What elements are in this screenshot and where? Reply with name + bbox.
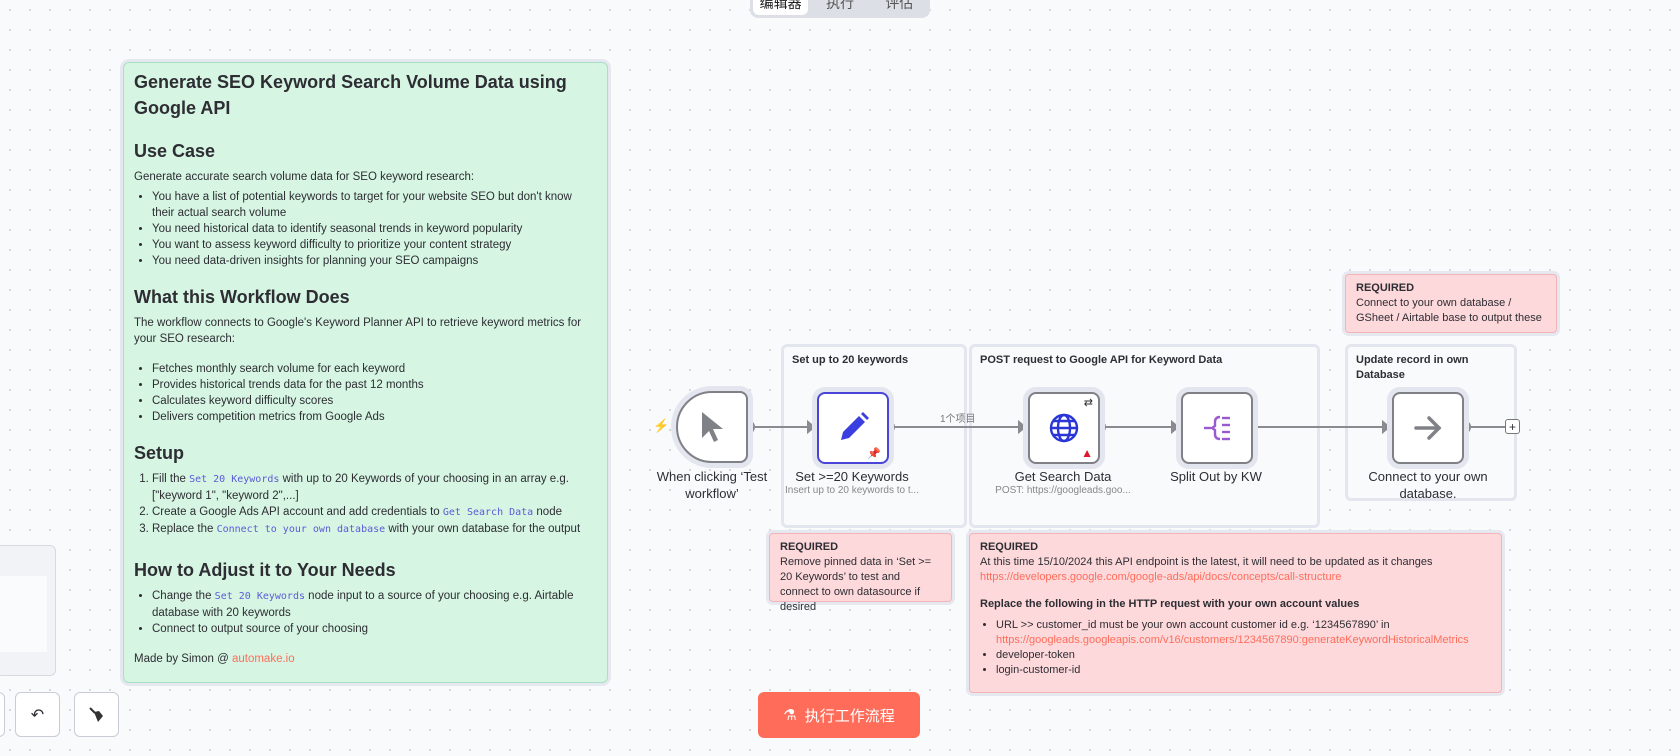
- group-title: Update record in own Database: [1356, 354, 1469, 381]
- heading-use-case: Use Case: [134, 141, 216, 161]
- sticky-required-api[interactable]: REQUIRED At this time 15/10/2024 this AP…: [969, 533, 1502, 693]
- link-call-structure[interactable]: https://developers.google.com/google-ads…: [980, 571, 1342, 583]
- broom-icon: [88, 706, 103, 722]
- execute-workflow-button[interactable]: ⚗ 执行工作流程: [758, 692, 920, 738]
- list-item: You need data-driven insights for planni…: [152, 253, 597, 269]
- add-node-button[interactable]: +: [1505, 419, 1520, 434]
- cursor-icon: [702, 412, 723, 442]
- list-item: Calculates keyword difficulty scores: [152, 393, 597, 409]
- arrow-right-icon: [1414, 416, 1442, 440]
- heading-adjust: How to Adjust it to Your Needs: [134, 560, 396, 580]
- undo-icon: ↶: [30, 706, 45, 724]
- plus-icon: +: [1508, 419, 1516, 434]
- list-item: Delivers competition metrics from Google…: [152, 409, 597, 425]
- undo-button[interactable]: ↶: [15, 692, 60, 737]
- list-item: You want to assess keyword difficulty to…: [152, 237, 597, 253]
- list-item: Change the Set 20 Keywords node input to…: [152, 588, 597, 621]
- list-item: Create a Google Ads API account and add …: [152, 504, 597, 521]
- tidy-up-button[interactable]: [74, 692, 119, 737]
- node-connect-database[interactable]: [1392, 392, 1464, 464]
- sticky-title: Generate SEO Keyword Search Volume Data …: [134, 72, 567, 118]
- list-item: Replace the Connect to your own database…: [152, 521, 597, 538]
- warning-icon[interactable]: ▲: [1081, 446, 1093, 460]
- flask-icon: ⚗: [783, 707, 797, 724]
- made-by: Made by Simon @ automake.io: [134, 653, 295, 665]
- view-tabs: 编辑器 执行 评估: [750, 0, 930, 18]
- list-item: Fetches monthly search volume for each k…: [152, 361, 597, 377]
- automake-link[interactable]: automake.io: [231, 653, 295, 665]
- node-subtitle: POST: https://googleads.goo...: [995, 485, 1131, 496]
- list-item: developer-token: [996, 648, 1491, 663]
- list-item: You need historical data to identify sea…: [152, 221, 597, 237]
- node-set-keywords[interactable]: 📌: [817, 392, 889, 464]
- subheading: Replace the following in the HTTP reques…: [980, 598, 1360, 610]
- text: The workflow connects to Google's Keywor…: [134, 317, 582, 345]
- node-label: Set >=20 Keywords: [795, 469, 909, 484]
- heading-setup: Setup: [134, 443, 185, 463]
- heading-what-does: What this Workflow Does: [134, 287, 350, 307]
- group-post-request[interactable]: POST request to Google API for Keyword D…: [969, 344, 1320, 528]
- node-label: When clicking ‘Test workflow’: [656, 469, 768, 501]
- group-title: Set up to 20 keywords: [792, 354, 909, 366]
- split-out-icon: [1204, 415, 1230, 441]
- text: At this time 15/10/2024 this API endpoin…: [980, 556, 1433, 568]
- globe-icon: [1049, 413, 1079, 443]
- list-item: login-customer-id: [996, 663, 1491, 678]
- tab-evaluations[interactable]: 评估: [885, 0, 914, 11]
- retry-icon: ⇄: [1083, 397, 1093, 409]
- node-label: Connect to your own database.: [1368, 469, 1488, 501]
- link-api-endpoint[interactable]: https://googleads.googleapis.com/v16/cus…: [996, 634, 1469, 646]
- list-item: Fill the Set 20 Keywords with up to 20 K…: [152, 471, 597, 504]
- node-label: Get Search Data: [1014, 469, 1112, 484]
- zoom-button[interactable]: [0, 692, 5, 737]
- tab-editor[interactable]: 编辑器: [753, 0, 809, 15]
- text: Generate accurate search volume data for…: [134, 171, 475, 183]
- list-item: URL >> customer_id must be your own acco…: [996, 618, 1491, 648]
- node-manual-trigger[interactable]: [676, 391, 748, 463]
- list-item: You have a list of potential keywords to…: [152, 189, 597, 221]
- execute-label: 执行工作流程: [804, 707, 895, 725]
- node-split-out[interactable]: [1181, 392, 1253, 464]
- pencil-icon: [841, 412, 869, 440]
- lightning-icon: ⚡: [653, 418, 670, 433]
- pin-icon: 📌: [867, 448, 881, 460]
- group-title: POST request to Google API for Keyword D…: [980, 354, 1223, 366]
- list-item: Provides historical trends data for the …: [152, 377, 597, 393]
- minimap[interactable]: [0, 545, 56, 676]
- node-label: Split Out by KW: [1170, 469, 1262, 484]
- edge-label-items: 1个项目: [940, 414, 976, 425]
- sticky-note-overview[interactable]: Generate SEO Keyword Search Volume Data …: [123, 62, 608, 683]
- tab-executions[interactable]: 执行: [825, 0, 854, 11]
- list-item: Connect to output source of your choosin…: [152, 621, 597, 637]
- node-get-search-data[interactable]: ⇄ ▲: [1028, 392, 1100, 464]
- node-subtitle: Insert up to 20 keywords to t...: [785, 485, 919, 496]
